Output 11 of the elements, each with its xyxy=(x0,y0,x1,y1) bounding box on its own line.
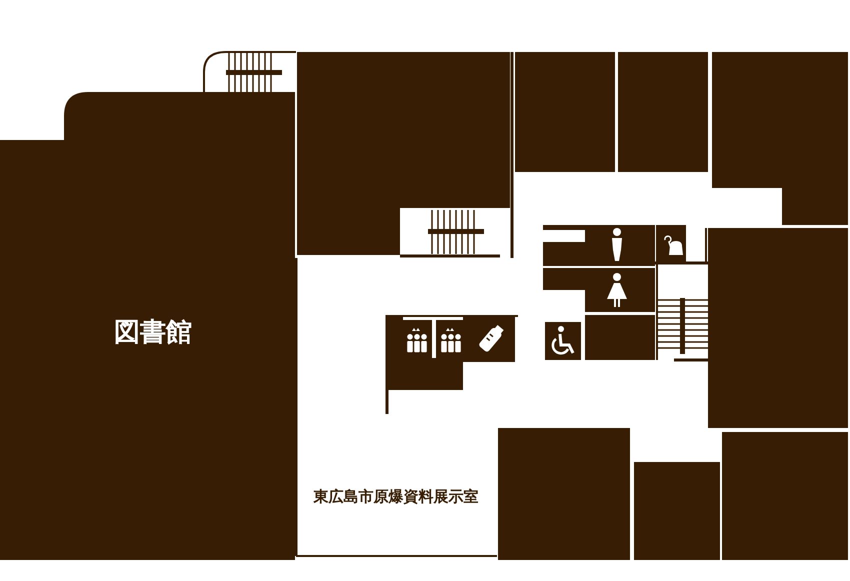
room-name: 図書館 xyxy=(114,316,192,350)
room-block xyxy=(712,52,848,225)
room-block xyxy=(618,52,708,172)
room-block xyxy=(297,52,510,255)
room-block xyxy=(634,462,720,560)
room-block xyxy=(515,52,615,172)
room-block xyxy=(708,228,848,428)
library-room xyxy=(0,92,295,560)
room-name: 東広島市原爆資料展示室 xyxy=(314,488,478,506)
room-block xyxy=(498,428,630,560)
room-block xyxy=(722,432,848,560)
